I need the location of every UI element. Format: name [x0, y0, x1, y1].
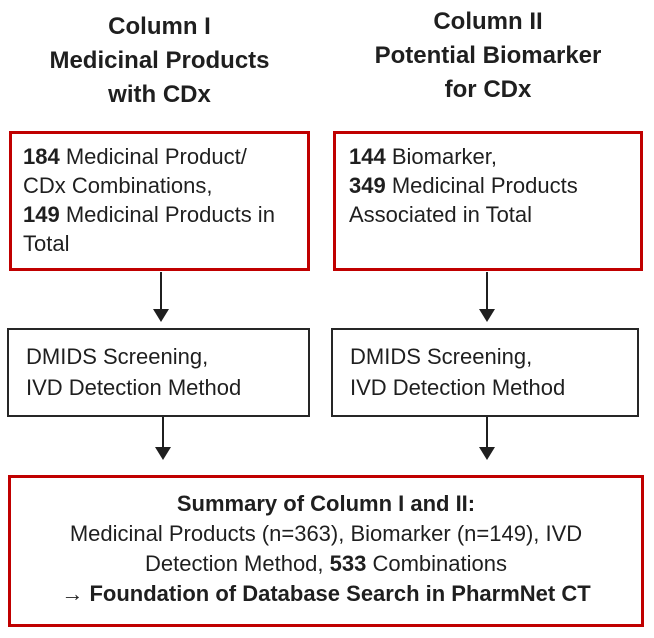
- column1-source-line2: CDx Combinations,: [23, 173, 213, 198]
- column2-source-box: 144 Biomarker, 349 Medicinal Products As…: [333, 131, 643, 271]
- count-medicinal-product-cdx-combinations: 184: [23, 144, 60, 169]
- column2-source-line2: 349 Medicinal Products: [349, 173, 578, 198]
- column1-process-box: DMIDS Screening, IVD Detection Method: [7, 328, 310, 417]
- summary-line2: Medicinal Products (n=363), Biomarker (n…: [69, 521, 583, 546]
- column2-process-line2: IVD Detection Method: [350, 375, 566, 400]
- column2-header: Column II Potential Biomarker for CDx: [333, 5, 643, 107]
- count-medicinal-products-total: 149: [23, 202, 60, 227]
- down-arrow-icon: [478, 272, 496, 322]
- summary-title: Summary of Column I and II:: [176, 491, 476, 516]
- column2-header-line3: for CDx: [444, 76, 532, 103]
- column2-source-line1: 144 Biomarker,: [349, 144, 497, 169]
- summary-line3: Detection Method, 533 Combinations: [144, 551, 508, 576]
- column1-process-line1: DMIDS Screening,: [26, 344, 209, 369]
- column2-process-line1: DMIDS Screening,: [350, 344, 533, 369]
- column1-header-line3: with CDx: [108, 81, 211, 108]
- down-arrow-icon: [152, 272, 170, 322]
- column1-source-line4: Total: [23, 231, 70, 256]
- summary-line4: → Foundation of Database Search in Pharm…: [61, 581, 591, 606]
- count-combinations: 533: [329, 551, 367, 576]
- column1-process-line2: IVD Detection Method: [26, 375, 242, 400]
- column2-header-line1: Column II: [433, 8, 543, 35]
- right-arrow-icon: →: [61, 581, 84, 606]
- column1-source-box: 184 Medicinal Product/ CDx Combinations,…: [9, 131, 310, 271]
- column1-header-line2: Medicinal Products: [49, 47, 270, 74]
- summary-box: Summary of Column I and II: Medicinal Pr…: [8, 475, 644, 627]
- down-arrow-icon: [478, 417, 496, 460]
- count-medicinal-products-associated: 349: [349, 173, 386, 198]
- column1-source-line3: 149 Medicinal Products in: [23, 202, 275, 227]
- column1-header-line1: Column I: [108, 13, 211, 40]
- down-arrow-icon: [154, 417, 172, 460]
- column2-process-box: DMIDS Screening, IVD Detection Method: [331, 328, 639, 417]
- column1-header: Column I Medicinal Products with CDx: [9, 10, 310, 112]
- column2-header-line2: Potential Biomarker: [374, 42, 602, 69]
- column2-source-line3: Associated in Total: [349, 202, 533, 227]
- count-biomarker: 144: [349, 144, 386, 169]
- column1-source-line1: 184 Medicinal Product/: [23, 144, 247, 169]
